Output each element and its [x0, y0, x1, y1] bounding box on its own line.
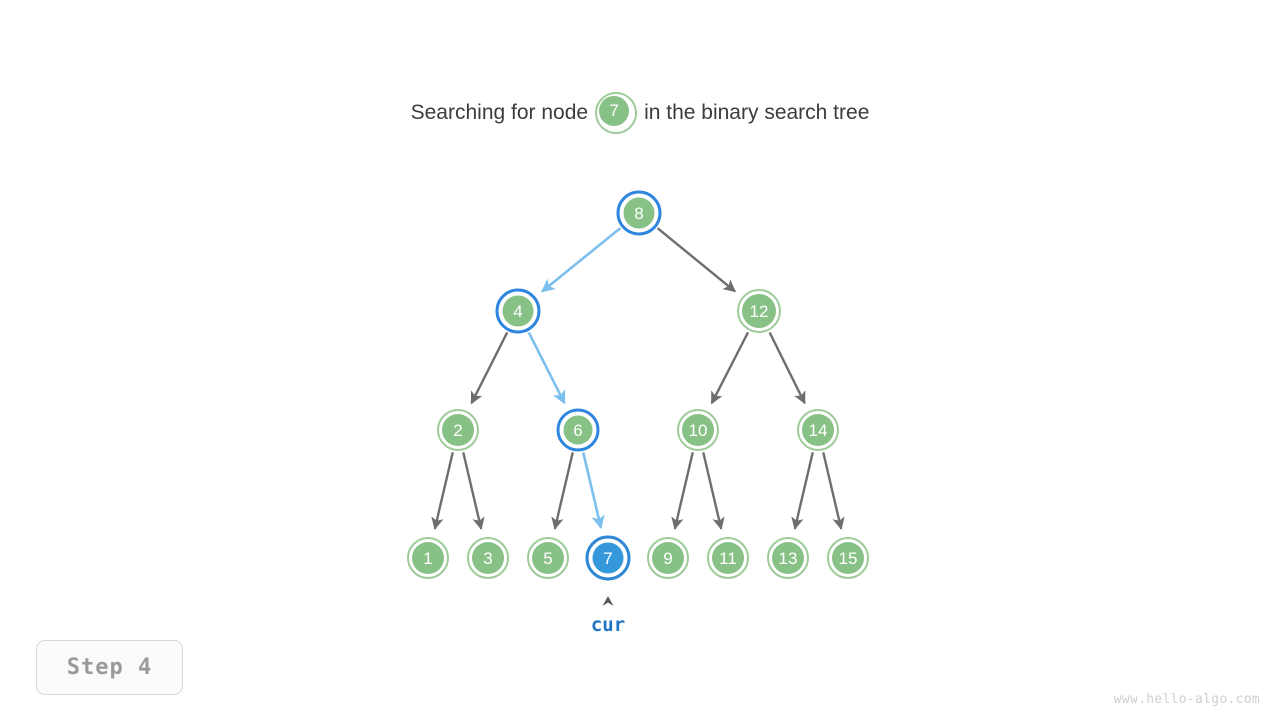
tree-node-9[interactable]: 9 [647, 537, 689, 579]
cursor-pointer-group: cur [591, 596, 625, 636]
tree-node-disc-13 [772, 542, 804, 574]
tree-edge-14-to-15 [822, 452, 845, 531]
tree-node-value-7: 7 [603, 549, 612, 568]
tree-node-value-12: 12 [750, 302, 769, 321]
tree-edge-4-to-2 [470, 331, 509, 405]
tree-node-value-10: 10 [689, 421, 708, 440]
tree-node-value-4: 4 [513, 302, 522, 321]
tree-node-ring-2 [437, 409, 479, 451]
tree-node-13[interactable]: 13 [767, 537, 809, 579]
tree-edge-12-to-14 [768, 331, 806, 405]
tree-edge-4-to-6 [527, 331, 566, 405]
title-target-node: 7 [595, 92, 638, 134]
tree-node-5[interactable]: 5 [527, 537, 569, 579]
title-target-node-value: 7 [599, 96, 630, 126]
tree-edge-8-to-12 [656, 227, 736, 293]
tree-node-2[interactable]: 2 [437, 409, 479, 451]
tree-node-ring-5 [527, 537, 569, 579]
tree-node-disc-12 [742, 294, 776, 328]
tree-node-ring-6 [556, 408, 600, 452]
tree-node-value-8: 8 [634, 204, 643, 223]
tree-node-11[interactable]: 11 [707, 537, 749, 579]
tree-node-ring-9 [647, 537, 689, 579]
cur-pointer-label: cur [591, 614, 625, 636]
watermark: www.hello-algo.com [1113, 692, 1260, 707]
tree-edge-14-to-13 [791, 452, 814, 531]
tree-node-value-11: 11 [719, 549, 737, 568]
tree-node-ring-7 [585, 535, 631, 581]
tree-node-ring-3 [467, 537, 509, 579]
tree-node-disc-5 [532, 542, 564, 574]
tree-node-ring-4 [495, 288, 541, 334]
tree-node-disc-6 [563, 415, 593, 445]
tree-node-ring-8 [616, 190, 662, 236]
tree-node-value-5: 5 [543, 549, 552, 568]
title-prefix: Searching for node [410, 101, 589, 124]
step-badge-label: Step 4 [66, 655, 153, 680]
page-title: Searching for node 7 in the binary search … [0, 92, 1280, 134]
tree-node-ring-11 [707, 537, 749, 579]
tree-node-ring-13 [767, 537, 809, 579]
tree-node-value-14: 14 [809, 421, 828, 440]
title-target-node-ring [595, 92, 638, 134]
tree-node-ring-10 [677, 409, 719, 451]
tree-node-3[interactable]: 3 [467, 537, 509, 579]
tree-edge-6-to-5 [551, 452, 574, 531]
tree-edge-8-to-4 [541, 227, 622, 293]
tree-node-disc-3 [472, 542, 504, 574]
tree-node-disc-11 [712, 542, 744, 574]
tree-node-value-2: 2 [453, 421, 462, 440]
tree-node-8[interactable]: 8 [616, 190, 662, 236]
tree-node-disc-4 [502, 295, 534, 327]
cur-caret-icon [602, 596, 614, 606]
tree-node-value-3: 3 [483, 549, 492, 568]
tree-node-15[interactable]: 15 [827, 537, 869, 579]
tree-node-1[interactable]: 1 [407, 537, 449, 579]
tree-node-disc-8 [623, 197, 655, 229]
tree-node-value-13: 13 [779, 549, 798, 568]
tree-node-value-15: 15 [839, 549, 858, 568]
tree-node-disc-9 [652, 542, 684, 574]
step-badge: Step 4 [36, 640, 183, 695]
tree-node-value-1: 1 [423, 549, 432, 568]
tree-node-disc-10 [682, 414, 714, 446]
tree-node-12[interactable]: 12 [737, 289, 781, 333]
tree-edge-12-to-10 [710, 331, 750, 405]
tree-node-6[interactable]: 6 [556, 408, 600, 452]
tree-edge-10-to-11 [702, 452, 725, 531]
tree-node-disc-2 [442, 414, 474, 446]
tree-node-ring-12 [737, 289, 781, 333]
tree-edge-6-to-7 [581, 452, 605, 530]
tree-edge-layer [431, 227, 845, 531]
tree-node-disc-1 [412, 542, 444, 574]
tree-node-7[interactable]: 7 [585, 535, 631, 581]
tree-node-14[interactable]: 14 [797, 409, 839, 451]
tree-edge-2-to-1 [431, 452, 454, 531]
tree-edge-10-to-9 [671, 452, 694, 531]
tree-node-disc-15 [832, 542, 864, 574]
title-suffix: in the binary search tree [644, 101, 870, 124]
tree-node-disc-14 [802, 414, 834, 446]
tree-edge-2-to-3 [462, 452, 485, 531]
tree-node-4[interactable]: 4 [495, 288, 541, 334]
tree-node-ring-1 [407, 537, 449, 579]
tree-node-value-6: 6 [573, 421, 582, 440]
tree-node-value-9: 9 [663, 549, 672, 568]
tree-node-ring-14 [797, 409, 839, 451]
tree-node-ring-15 [827, 537, 869, 579]
tree-node-10[interactable]: 10 [677, 409, 719, 451]
tree-node-disc-7 [592, 542, 624, 574]
